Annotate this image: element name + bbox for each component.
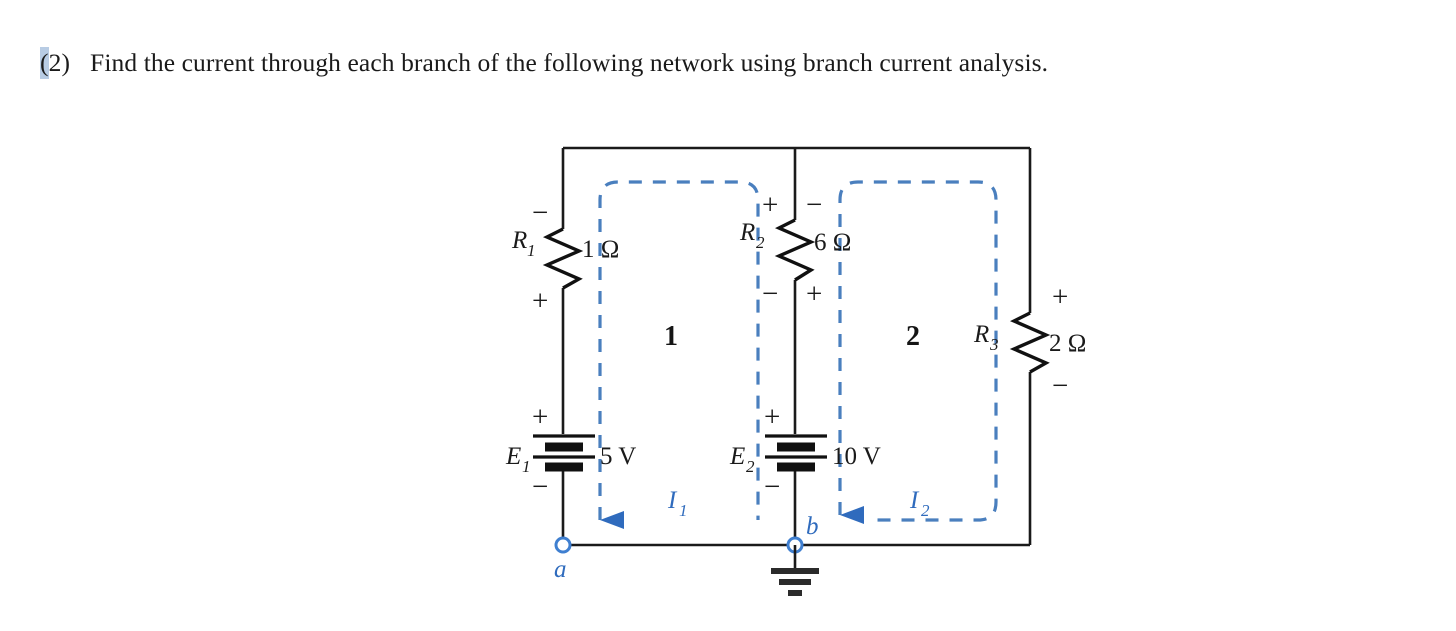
R1-symbol-label: R (511, 227, 527, 254)
loop-2-label: 2 (906, 321, 920, 352)
resistor-R3-symbol (1009, 311, 1051, 374)
E1-polarity-bottom: − (532, 471, 548, 503)
question-number: (2) (40, 47, 70, 79)
E2-subscript-label: 2 (746, 457, 755, 476)
circuit-svg: R 1 1 Ω − + R 2 6 Ω + − − + R 3 2 Ω + − … (505, 146, 1086, 596)
R2-polarity-bottom-right: + (806, 278, 822, 310)
circuit-diagram: R 1 1 Ω − + R 2 6 Ω + − − + R 3 2 Ω + − … (440, 110, 1160, 610)
R3-polarity-bottom: − (1052, 370, 1068, 402)
question-line: (2) Find the current through each branch … (40, 47, 1049, 79)
R2-subscript-label: 2 (756, 233, 765, 252)
R2-polarity-bottom-left: − (762, 278, 778, 310)
R1-subscript-label: 1 (527, 241, 536, 260)
loop-1-path (598, 180, 760, 520)
R3-symbol-label: R (973, 321, 989, 348)
current-I2-arrow (840, 506, 864, 524)
R1-value-label: 1 Ω (582, 236, 619, 263)
R2-polarity-top-right: − (806, 189, 822, 221)
R2-symbol-label: R (739, 219, 755, 246)
R2-polarity-top-left: + (762, 189, 778, 221)
battery-E2-symbol (765, 434, 827, 472)
R3-value-label: 2 Ω (1049, 330, 1086, 357)
question-number-rest: 2) (48, 48, 71, 77)
battery-E1-symbol (533, 434, 595, 472)
R3-subscript-label: 3 (989, 335, 999, 354)
resistor-R1-symbol (542, 227, 584, 290)
I1-symbol-label: I (667, 487, 678, 514)
E2-value-label: 10 V (832, 443, 881, 470)
loop-1-label: 1 (664, 321, 678, 352)
question-text: Find the current through each branch of … (90, 48, 1049, 77)
E2-polarity-bottom: − (764, 471, 780, 503)
R2-value-label: 6 Ω (814, 229, 851, 256)
I2-subscript-label: 2 (921, 501, 930, 520)
ground-symbol (771, 545, 819, 596)
node-a-label: a (554, 556, 567, 583)
E2-symbol-label: E (729, 443, 745, 470)
resistor-R2-symbol (774, 218, 816, 282)
R1-polarity-top: − (532, 197, 548, 229)
E1-subscript-label: 1 (522, 457, 531, 476)
question-number-highlighted-paren: ( (40, 47, 49, 79)
R1-polarity-bottom: + (532, 285, 548, 317)
E1-polarity-top: + (532, 401, 548, 433)
node-a-terminal (554, 536, 572, 554)
E1-symbol-label: E (505, 443, 521, 470)
current-I1-arrow (600, 511, 624, 529)
I2-symbol-label: I (909, 487, 920, 514)
R3-polarity-top: + (1052, 281, 1068, 313)
E2-polarity-top: + (764, 401, 780, 433)
I1-subscript-label: 1 (679, 501, 688, 520)
E1-value-label: 5 V (600, 443, 636, 470)
node-b-label: b (806, 513, 819, 540)
